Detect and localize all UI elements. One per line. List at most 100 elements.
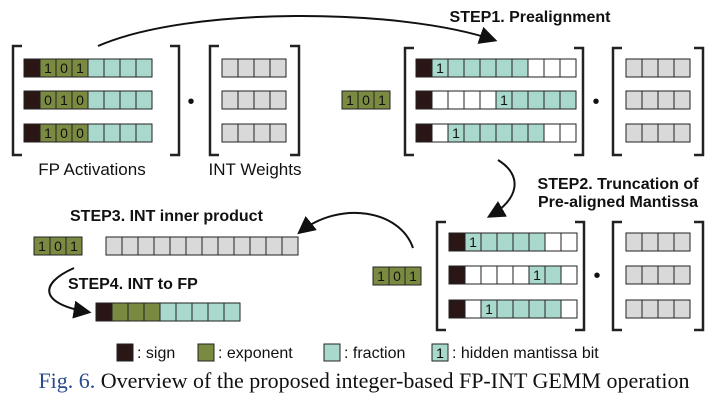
legend-swatch-sign [116,343,134,362]
truncated-sign-1 [448,265,466,285]
prealigned-empty-1-3 [479,90,497,110]
fp-result-fraction-4 [223,302,241,322]
truncated-empty-0-6 [560,232,578,252]
fp-result-exponent-1 [127,302,145,322]
legend-label-exponent: : exponent [218,345,293,362]
int-weight-2-1-0 [625,265,643,285]
prealigned-fraction-0-2 [463,58,481,78]
fp-result-exponent-0 [111,302,129,322]
shared-exponent-truncated-bit-1-text: 0 [393,268,401,284]
prealigned-fraction-0-4 [495,58,513,78]
shared-exponent-top-bit-0-text: 1 [346,92,354,108]
prealigned-fraction-1-5 [511,90,529,110]
truncated-empty-1-0 [464,265,482,285]
int-result-bit-11 [281,236,299,256]
prealigned-hidden-bit-0-text: 1 [436,60,444,76]
dot-operator-2: • [592,91,599,113]
truncated-hidden-bit-0-text: 1 [469,234,477,250]
shared-exponent-step3-bit-0-text: 1 [38,238,46,254]
fp-activations-label: FP Activations [38,160,145,179]
truncated-fraction-2-5 [544,299,562,319]
dot-operator-3: • [593,265,600,287]
truncated-empty-1-3 [512,265,530,285]
int-result-bit-4 [169,236,187,256]
int-weight-1-1-0 [625,90,643,110]
int-weight-1-1-3 [673,90,691,110]
prealigned-empty-1-1 [447,90,465,110]
int-weight-2-1-1 [641,265,659,285]
dot-operator-1: • [187,91,194,113]
prealigned-fraction-0-3 [479,58,497,78]
step4-label: STEP4. INT to FP [68,276,198,293]
prealigned-hidden-bit-1-text: 1 [500,92,508,108]
step2-label-line1: STEP2. Truncation of [538,176,700,193]
truncated-fraction-0-4 [528,232,546,252]
int-weight-0-1-2 [253,90,271,110]
prealigned-sign-1 [415,90,433,110]
matrix-brackets [11,44,705,332]
fp-activation-fraction-2-1 [103,123,121,143]
int-weight-1-1-1 [641,90,659,110]
int-result-bit-7 [217,236,235,256]
fp-activation-sign-0 [23,58,41,78]
int-weight-0-1-0 [221,90,239,110]
int-weight-2-1-3 [673,265,691,285]
int-weight-1-2-3 [673,123,691,143]
fp-activation-fraction-1-0 [87,90,105,110]
prealigned-sign-0 [415,58,433,78]
step2-arrow [486,159,516,218]
shared-exponent-top-bit-1-text: 0 [362,92,370,108]
step4-arrow [48,267,92,319]
prealigned-fraction-1-6 [527,90,545,110]
truncated-empty-1-1 [480,265,498,285]
int-weight-1-0-0 [625,58,643,78]
int-weight-0-2-2 [253,123,271,143]
prealigned-sign-2 [415,123,433,143]
prealigned-hidden-bit-2-text: 1 [452,125,460,141]
int-weight-0-2-1 [237,123,255,143]
fp-activation-fraction-1-3 [135,90,153,110]
fp-activation-exponent-1-0-text: 0 [44,92,52,108]
int-weight-1-0-1 [641,58,659,78]
prealigned-empty-2-8 [559,123,577,143]
shared-exponent-step3-bit-2 [65,236,83,256]
prealigned-fraction-0-1 [447,58,465,78]
prealigned-empty-0-8 [559,58,577,78]
legend-swatch-exponent [197,343,215,362]
shared-exponent-step3-bit-2-text: 1 [70,238,78,254]
int-weight-2-1-2 [657,265,675,285]
prealigned-fraction-2-2 [463,123,481,143]
int-weights-label: INT Weights [209,160,302,179]
truncated-sign-2 [448,299,466,319]
truncated-fraction-0-1 [480,232,498,252]
int-weight-1-1-2 [657,90,675,110]
int-result-bit-2 [137,236,155,256]
truncated-fraction-1-5 [544,265,562,285]
int-weight-2-2-2 [657,299,675,319]
flow-arrows [48,14,516,319]
truncated-fraction-0-3 [512,232,530,252]
fp-activation-exponent-1-1-text: 1 [60,92,68,108]
legend-label-sign: : sign [137,345,175,362]
int-result-bit-5 [185,236,203,256]
step1-arrow [97,14,498,47]
int-weight-0-2-0 [221,123,239,143]
prealigned-fraction-2-6 [527,123,545,143]
int-weight-0-1-3 [269,90,287,110]
fp-activation-fraction-0-3 [135,58,153,78]
fp-activation-fraction-2-2 [119,123,137,143]
fp-activation-fraction-1-1 [103,90,121,110]
prealigned-empty-0-7 [543,58,561,78]
fp-activation-fraction-2-0 [87,123,105,143]
fp-activation-exponent-0-1-text: 0 [60,60,68,76]
legend-swatch-hidden [431,343,449,362]
prealigned-fraction-1-7 [543,90,561,110]
prealigned-fraction-1-8 [559,90,577,110]
fp-result-exponent-2 [143,302,161,322]
step2-label-line2: Pre-aligned Mantissa [538,194,698,211]
fp-activation-fraction-0-0 [87,58,105,78]
shared-exponent-truncated-bit-2 [404,266,422,286]
truncated-fraction-2-3 [512,299,530,319]
